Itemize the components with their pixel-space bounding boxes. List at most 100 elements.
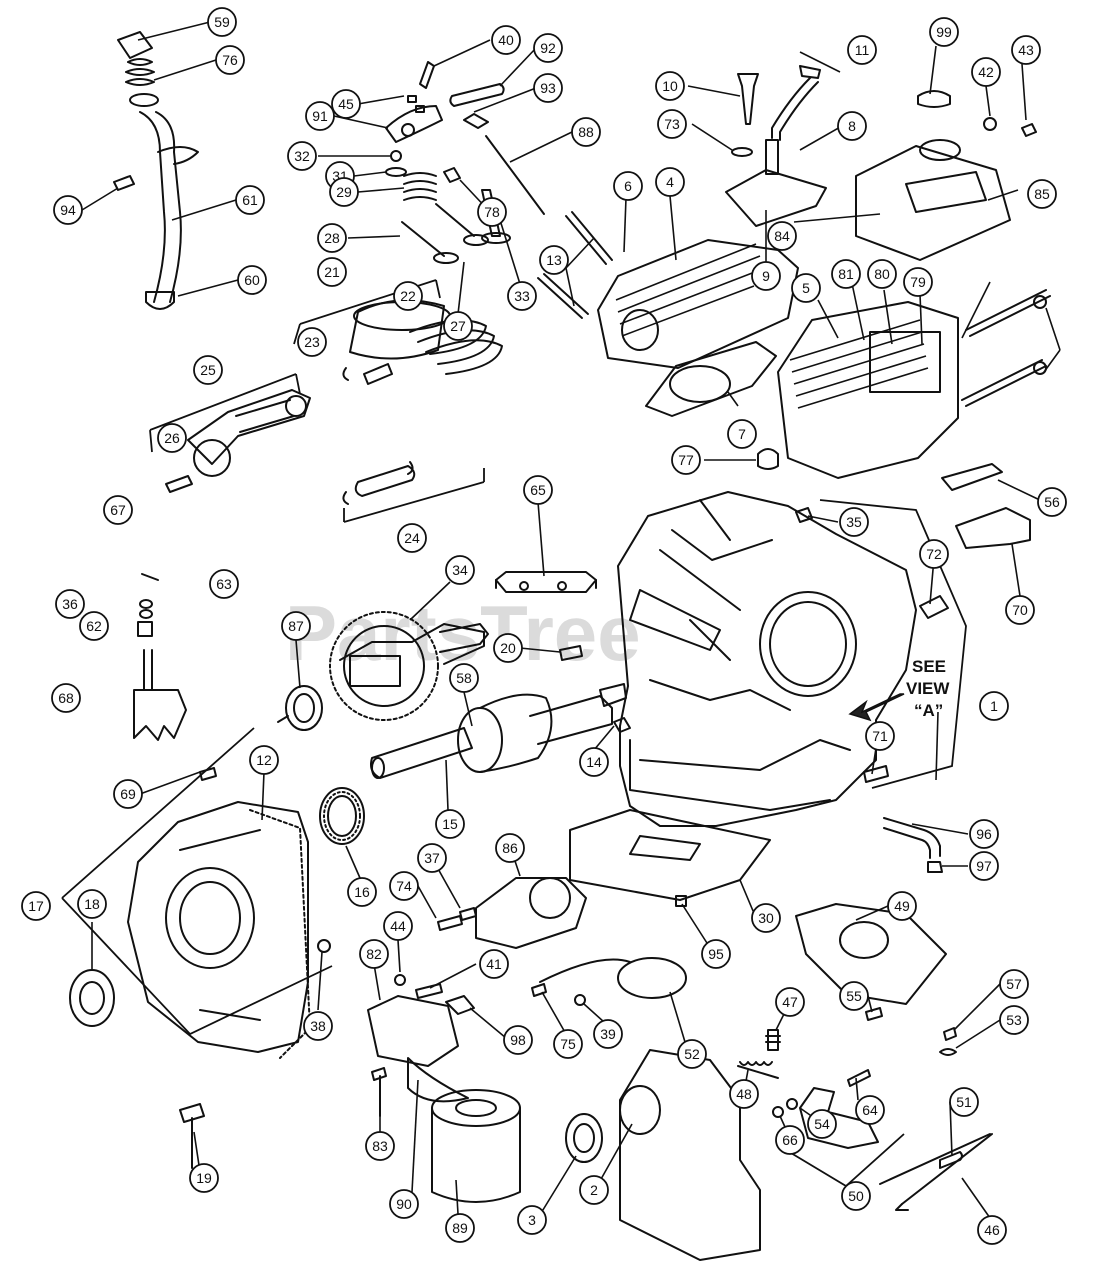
callout-42: 42	[971, 57, 1001, 87]
callout-number: 83	[372, 1138, 388, 1154]
crankshaft	[370, 683, 627, 779]
callout-circle	[317, 257, 347, 287]
housing-oil-seal	[565, 1113, 603, 1163]
callout-circle	[51, 683, 81, 713]
callout-75: 75	[553, 1029, 583, 1059]
connecting-rod	[165, 389, 311, 493]
callout-number: 71	[872, 728, 888, 744]
callout-number: 20	[500, 640, 516, 656]
callout-circle	[727, 419, 757, 449]
callout-18: 18	[77, 889, 107, 919]
callout-number: 56	[1044, 494, 1060, 510]
callout-circle	[855, 1095, 885, 1125]
cylinder-head-5	[777, 301, 959, 479]
callout-2: 2	[579, 1175, 609, 1205]
callout-circle	[791, 273, 821, 303]
oil-seal	[277, 685, 323, 731]
callout-90: 90	[389, 1189, 419, 1219]
callout-number: 99	[936, 24, 952, 40]
callout-circle	[53, 195, 83, 225]
callout-circle	[655, 167, 685, 197]
callout-circle	[297, 327, 327, 357]
callout-41: 41	[479, 949, 509, 979]
callout-number: 75	[560, 1036, 576, 1052]
callout-70: 70	[1005, 595, 1035, 625]
callout-number: 97	[976, 858, 992, 874]
pump-bolts	[437, 907, 477, 931]
callout-circle	[847, 35, 877, 65]
see-view-line2: VIEW	[906, 679, 950, 698]
callout-number: 28	[324, 230, 340, 246]
callout-64: 64	[855, 1095, 885, 1125]
callout-circle	[317, 223, 347, 253]
callout-10: 10	[655, 71, 685, 101]
callout-number: 55	[846, 988, 862, 1004]
callout-21: 21	[317, 257, 347, 287]
callout-number: 43	[1018, 42, 1034, 58]
callout-number: 48	[736, 1086, 752, 1102]
callout-circle	[397, 523, 427, 553]
callout-5: 5	[791, 273, 821, 303]
callout-40: 40	[491, 25, 521, 55]
piston-assembly	[342, 299, 503, 385]
callout-15: 15	[435, 809, 465, 839]
callout-57: 57	[999, 969, 1029, 999]
callout-circle	[215, 45, 245, 75]
callout-88: 88	[571, 117, 601, 147]
callout-number: 7	[738, 426, 746, 442]
piston-pin	[342, 461, 416, 505]
callout-83: 83	[365, 1131, 395, 1161]
callout-circle	[579, 1175, 609, 1205]
see-view-annotation: SEE VIEW “A”	[848, 657, 950, 722]
callout-number: 92	[540, 40, 556, 56]
callout-98: 98	[503, 1025, 533, 1055]
callout-circle	[383, 911, 413, 941]
callout-number: 94	[60, 202, 76, 218]
callout-circle	[235, 185, 265, 215]
callout-number: 53	[1006, 1012, 1022, 1028]
callout-circle	[571, 117, 601, 147]
callout-circle	[249, 745, 279, 775]
callout-69: 69	[113, 779, 143, 809]
callout-circle	[949, 1087, 979, 1117]
camshaft-gear	[329, 611, 489, 721]
oil-pickup	[531, 957, 687, 1006]
callout-4: 4	[655, 167, 685, 197]
callout-number: 2	[590, 1182, 598, 1198]
callout-number: 24	[404, 530, 420, 546]
callout-circle	[435, 809, 465, 839]
callout-82: 82	[359, 939, 389, 969]
callout-58: 58	[449, 663, 479, 693]
callout-13: 13	[539, 245, 569, 275]
callout-circle	[417, 843, 447, 873]
callout-circle	[671, 445, 701, 475]
callout-number: 86	[502, 840, 518, 856]
callout-number: 4	[666, 174, 674, 190]
callout-66: 66	[775, 1125, 805, 1155]
callout-62: 62	[79, 611, 109, 641]
callout-number: 54	[814, 1116, 830, 1132]
governor-shaft-parts	[133, 573, 187, 741]
callout-36: 36	[55, 589, 85, 619]
callout-number: 33	[514, 288, 530, 304]
callout-circle	[1011, 35, 1041, 65]
callout-91: 91	[305, 101, 335, 131]
callout-circle	[305, 101, 335, 131]
callout-circle	[579, 747, 609, 777]
callout-circle	[329, 177, 359, 207]
callout-97: 97	[969, 851, 999, 881]
callout-43: 43	[1011, 35, 1041, 65]
callout-number: 98	[510, 1032, 526, 1048]
callout-circle	[867, 259, 897, 289]
callout-circle	[999, 969, 1029, 999]
callout-80: 80	[867, 259, 897, 289]
callout-circle	[21, 891, 51, 921]
callout-number: 52	[684, 1046, 700, 1062]
callout-32: 32	[287, 141, 317, 171]
callout-circle	[841, 1181, 871, 1211]
arrow-left-down-icon	[848, 693, 905, 722]
callout-number: 6	[624, 178, 632, 194]
callout-circle	[443, 311, 473, 341]
callout-number: 34	[452, 562, 468, 578]
